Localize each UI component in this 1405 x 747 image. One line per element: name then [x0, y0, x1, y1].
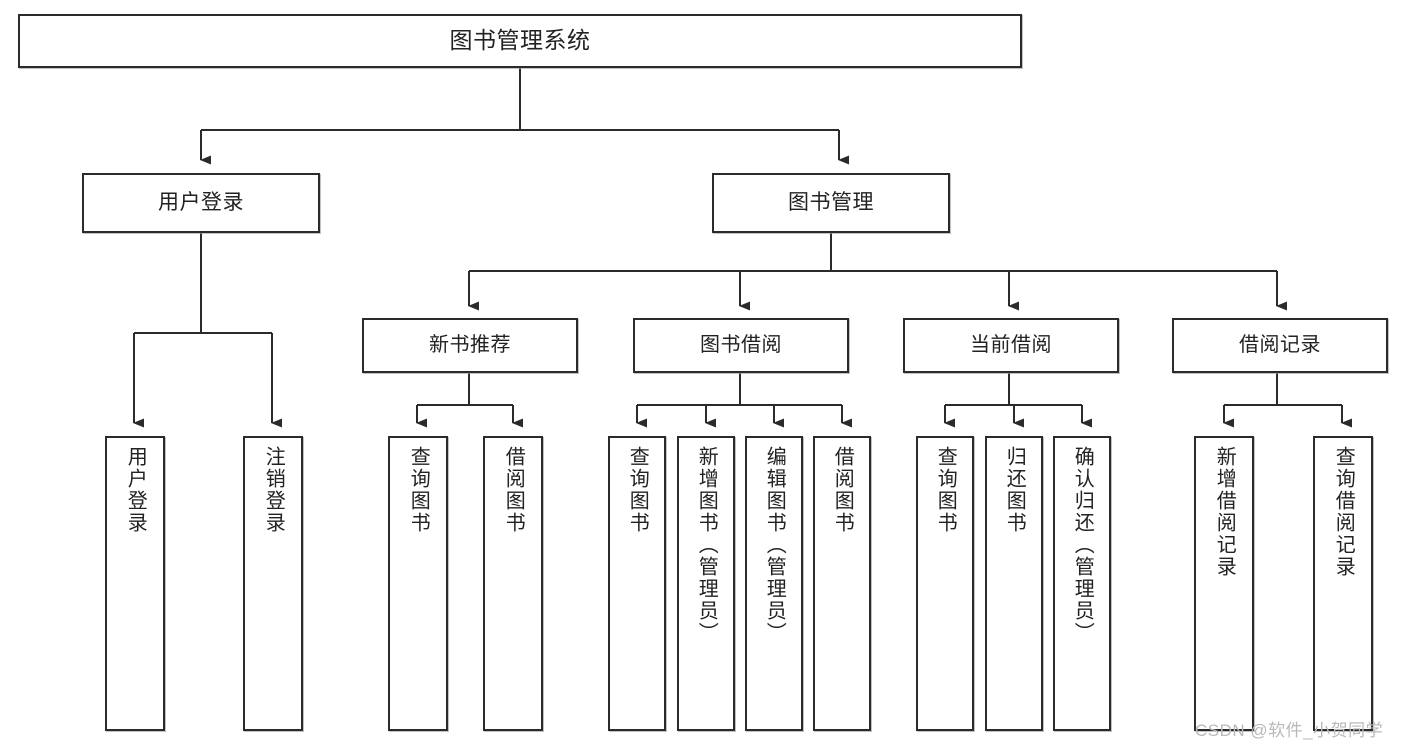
node-current-borrow-label: 当前借阅 — [970, 333, 1052, 356]
node-new-book-recommend-label: 新书推荐 — [429, 333, 511, 356]
leaf-node-label: 编辑图书（管理员） — [763, 446, 786, 644]
leaf-node-label: 借阅图书 — [831, 446, 854, 534]
node-book-borrow-label: 图书借阅 — [700, 333, 782, 356]
leaf-node-label: 查询图书 — [934, 446, 957, 534]
node-user-login[interactable]: 用户登录 — [82, 173, 320, 233]
node-new-book-recommend[interactable]: 新书推荐 — [362, 318, 578, 373]
node-borrow-record[interactable]: 借阅记录 — [1172, 318, 1388, 373]
leaf-node-label: 查询借阅记录 — [1332, 446, 1355, 578]
node-book-management-label: 图书管理 — [788, 190, 874, 214]
leaf-node-label: 查询图书 — [626, 446, 649, 534]
leaf-node[interactable]: 查询借阅记录 — [1313, 436, 1373, 731]
leaf-node-label: 注销登录 — [262, 446, 285, 534]
leaf-node[interactable]: 查询图书 — [916, 436, 974, 731]
leaf-node[interactable]: 用户登录 — [105, 436, 165, 731]
node-user-login-label: 用户登录 — [158, 190, 244, 214]
leaf-node[interactable]: 查询图书 — [388, 436, 448, 731]
leaf-node[interactable]: 注销登录 — [243, 436, 303, 731]
csdn-watermark: CSDN @软件_小贺同学 — [1195, 721, 1384, 740]
leaf-node-label: 确认归还（管理员） — [1071, 446, 1094, 644]
node-book-borrow[interactable]: 图书借阅 — [633, 318, 849, 373]
leaf-node-label: 用户登录 — [124, 446, 147, 534]
leaf-node[interactable]: 归还图书 — [985, 436, 1043, 731]
leaf-node-label: 查询图书 — [407, 446, 430, 534]
leaf-node-label: 新增借阅记录 — [1213, 446, 1236, 578]
node-borrow-record-label: 借阅记录 — [1239, 333, 1321, 356]
leaf-node[interactable]: 查询图书 — [608, 436, 666, 731]
leaf-node[interactable]: 编辑图书（管理员） — [745, 436, 803, 731]
leaf-node[interactable]: 确认归还（管理员） — [1053, 436, 1111, 731]
node-root-book-management-system[interactable]: 图书管理系统 — [18, 14, 1022, 68]
leaf-node[interactable]: 借阅图书 — [813, 436, 871, 731]
leaf-node-label: 归还图书 — [1003, 446, 1026, 534]
leaf-node[interactable]: 新增借阅记录 — [1194, 436, 1254, 731]
leaf-node[interactable]: 新增图书（管理员） — [677, 436, 735, 731]
leaf-node-label: 新增图书（管理员） — [695, 446, 718, 644]
node-current-borrow[interactable]: 当前借阅 — [903, 318, 1119, 373]
node-book-management[interactable]: 图书管理 — [712, 173, 950, 233]
node-root-label: 图书管理系统 — [449, 27, 591, 54]
leaf-node[interactable]: 借阅图书 — [483, 436, 543, 731]
leaf-node-label: 借阅图书 — [502, 446, 525, 534]
